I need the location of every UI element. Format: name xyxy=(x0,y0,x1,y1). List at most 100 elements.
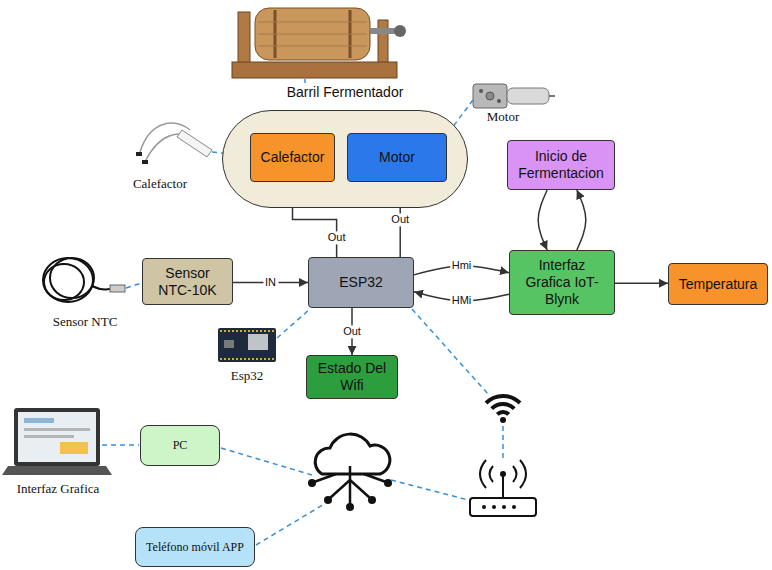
barrel-illustration xyxy=(238,12,250,67)
client-box: PC xyxy=(140,425,220,466)
laptop-illustration xyxy=(24,435,74,438)
box-text: Teléfono móvil APP xyxy=(146,540,244,554)
router-icon xyxy=(502,505,506,509)
sensor-box: Sensor NTC-10K xyxy=(142,258,233,305)
cloud-network-icon xyxy=(314,474,336,482)
router-icon xyxy=(492,505,496,509)
interface-box: Interfaz Grafica IoT-Blynk xyxy=(509,250,615,315)
connector-arrow xyxy=(615,283,668,285)
ntc-sensor-illustration xyxy=(43,258,125,302)
dashed-leader-lines xyxy=(221,448,312,475)
dashed-leader-lines xyxy=(502,426,504,458)
heater-illustration xyxy=(177,130,212,157)
dashed-leader-lines xyxy=(412,309,488,394)
box-text: ESP32 xyxy=(339,274,383,291)
router-icon xyxy=(512,505,516,509)
barrel-illustration xyxy=(378,20,388,65)
cloud-network-icon xyxy=(346,503,354,511)
router-icon xyxy=(482,505,486,509)
barrel-illustration xyxy=(232,8,406,78)
output-box: Temperatura xyxy=(668,263,768,305)
esp32-board-illustration xyxy=(220,358,274,360)
status-box: Estado Del Wifi xyxy=(306,355,398,399)
ntc-sensor-illustration xyxy=(44,264,84,300)
router-icon xyxy=(502,474,504,498)
barrel-illustration xyxy=(258,46,367,47)
router-icon xyxy=(480,460,486,488)
motor-illustration xyxy=(473,84,555,108)
wifi-icon xyxy=(497,412,508,414)
motor-illustration xyxy=(507,88,549,104)
cloud-network-icon xyxy=(308,434,392,511)
barrel-illustration xyxy=(258,34,367,35)
box-text: Sensor NTC-10K xyxy=(148,265,227,299)
edge-label: Hmi xyxy=(450,259,474,272)
barrel-illustration xyxy=(258,22,367,23)
wifi-icon xyxy=(492,404,515,409)
wifi-icon xyxy=(486,396,520,403)
router-icon xyxy=(490,466,494,482)
ntc-sensor-illustration xyxy=(92,286,110,290)
heater-illustration xyxy=(136,123,212,164)
barrel-illustration xyxy=(394,25,406,37)
edge-label: HMi xyxy=(450,294,474,307)
edge-label: Out xyxy=(389,213,411,226)
cloud-network-icon xyxy=(315,434,390,474)
band-heading: Barril Fermentador xyxy=(223,84,467,101)
box-text: Calefactor xyxy=(261,149,325,166)
motor-illustration xyxy=(497,99,501,103)
box-text: Temperatura xyxy=(679,276,758,293)
laptop-illustration xyxy=(24,418,54,423)
part-label: Sensor NTC xyxy=(53,314,118,330)
cloud-network-icon xyxy=(308,479,316,487)
esp32-board-illustration xyxy=(248,334,268,350)
esp32-board-illustration xyxy=(218,328,276,362)
dashed-leader-lines xyxy=(102,79,503,545)
edge-label: Out xyxy=(326,232,348,245)
cloud-network-icon xyxy=(384,479,392,487)
edge-label: IN xyxy=(263,276,278,289)
dashed-leader-lines xyxy=(304,79,306,83)
box-text: Inicio de Fermentacion xyxy=(513,148,609,182)
motor-box: Motor xyxy=(347,133,447,182)
esp32-board-illustration xyxy=(220,330,274,332)
box-text: Motor xyxy=(379,149,415,166)
laptop-illustration xyxy=(60,442,88,454)
router-icon xyxy=(500,471,506,477)
laptop-illustration xyxy=(2,466,112,475)
laptop-illustration xyxy=(18,412,96,462)
connector-arrow xyxy=(577,190,586,250)
laptop-illustration xyxy=(24,428,90,431)
laptop-illustration xyxy=(14,408,100,466)
part-label: Calefactor xyxy=(133,176,187,192)
laptop-illustration xyxy=(2,408,112,475)
heater-box: Calefactor xyxy=(250,133,335,182)
cloud-network-icon xyxy=(330,480,350,498)
heater-illustration xyxy=(136,152,142,156)
ntc-sensor-illustration xyxy=(43,258,93,302)
motor-illustration xyxy=(486,92,494,100)
dashed-leader-lines xyxy=(126,283,142,288)
box-text: Interfaz Grafica IoT-Blynk xyxy=(515,257,609,307)
box-text: Estado Del Wifi xyxy=(312,360,392,394)
fermenter-barrel-band: Barril FermentadorCalefactorMotor xyxy=(222,110,468,208)
dashed-leader-lines xyxy=(102,444,139,446)
process-box: Inicio de Fermentacion xyxy=(507,140,615,190)
edge-label: Out xyxy=(341,325,363,338)
client-box: Teléfono móvil APP xyxy=(135,527,255,567)
part-label: Motor xyxy=(487,109,520,125)
motor-illustration xyxy=(473,84,507,108)
motor-illustration xyxy=(549,95,555,97)
part-label: Interfaz Grafica xyxy=(17,481,100,497)
dashed-leader-lines xyxy=(391,480,468,500)
ntc-sensor-illustration xyxy=(110,285,125,292)
esp32-board-illustration xyxy=(224,340,234,348)
connector-arrow xyxy=(538,190,547,250)
barrel-illustration xyxy=(370,28,398,34)
router-icon xyxy=(470,460,536,516)
dashed-leader-lines xyxy=(256,503,326,545)
part-label: Esp32 xyxy=(231,368,264,384)
wifi-icon xyxy=(486,396,520,423)
motor-illustration xyxy=(479,89,483,93)
